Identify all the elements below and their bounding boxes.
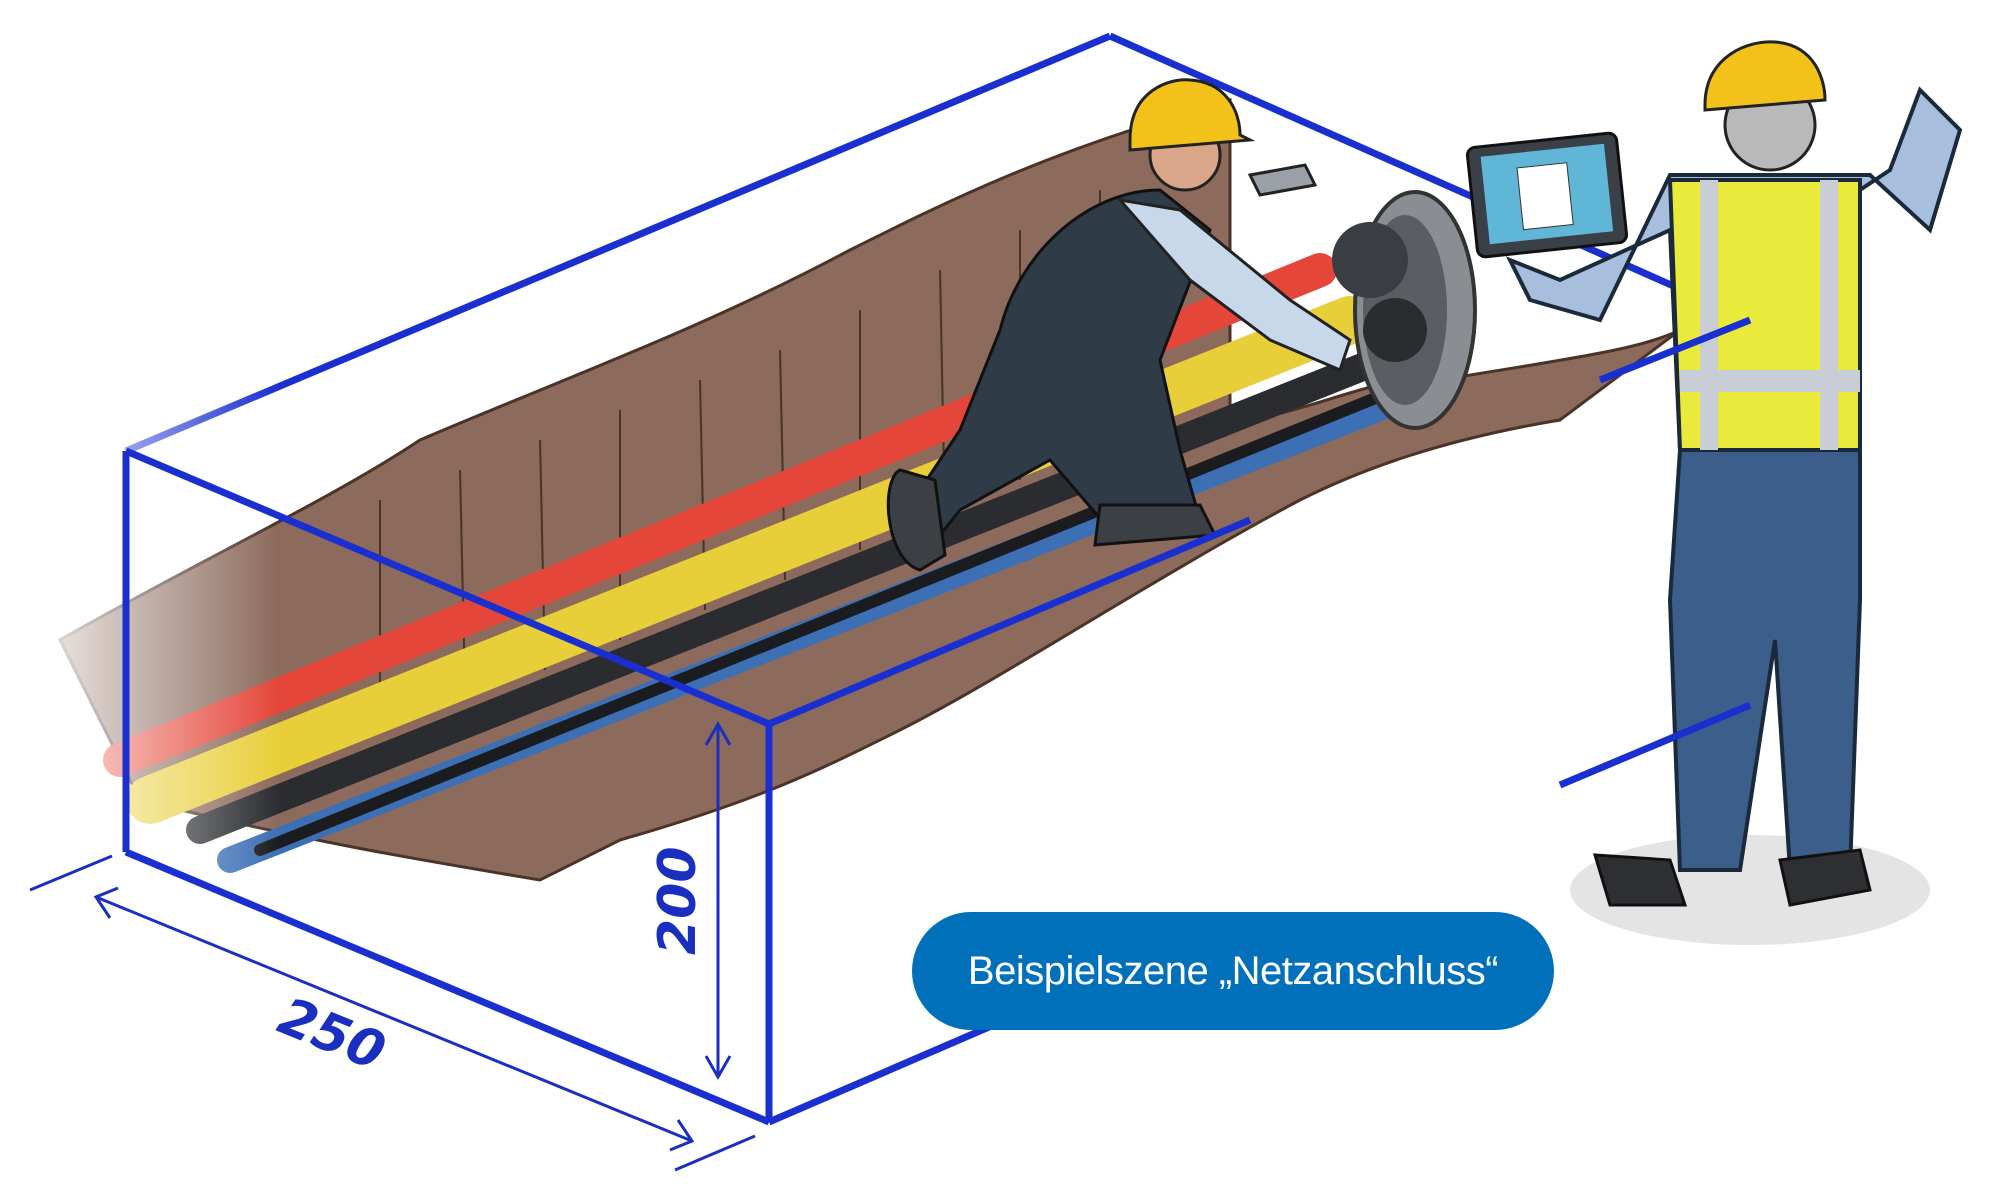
supervisor-worker [1465, 40, 1963, 945]
fade-overlay [0, 300, 800, 1100]
helmet-icon [1703, 40, 1827, 112]
scene-caption: Beispielszene „Netzanschluss“ [912, 912, 1554, 1030]
kneeling-worker [886, 78, 1352, 572]
dimension-length [29, 854, 756, 1172]
house-entry-flange [1332, 190, 1477, 430]
dimension-height-label: 200 [648, 846, 708, 955]
helmet-icon [1128, 78, 1256, 152]
wrench-icon [1247, 163, 1318, 197]
tablet-icon [1465, 131, 1629, 259]
dimension-height [704, 720, 732, 1081]
